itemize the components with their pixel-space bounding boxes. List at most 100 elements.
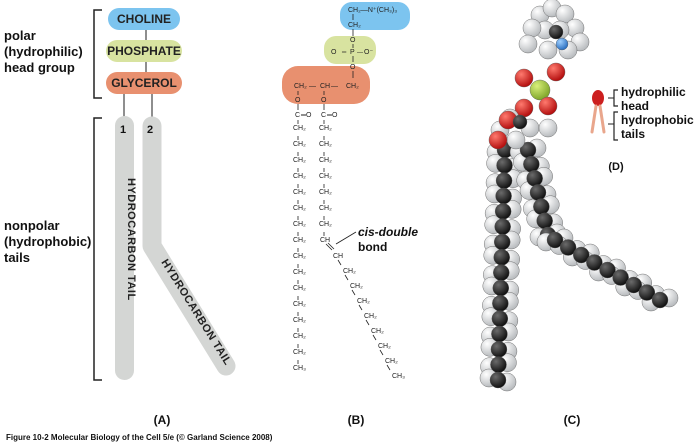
chain-1-ch2: CH₂ — [293, 253, 306, 260]
panel-a-label: (A) — [154, 413, 171, 427]
choline-label: CHOLINE — [117, 12, 171, 26]
carbonyl-o-1: ═O — [300, 112, 312, 119]
atom-sphere — [491, 325, 508, 343]
atom-sphere — [490, 341, 508, 358]
glycerol-label: GLYCEROL — [111, 76, 177, 90]
atom-sphere — [495, 187, 512, 205]
chain-1-ch2: CH₂ — [293, 269, 306, 276]
chain-2-bond — [344, 274, 349, 281]
cis-double-bond-b — [327, 242, 335, 250]
panel-b-label: (B) — [348, 413, 365, 427]
nonpolar-label-line3: tails — [4, 250, 30, 265]
chain-2-bond — [365, 319, 370, 326]
nonpolar-label-line2: (hydrophobic) — [4, 234, 91, 249]
tails-bracket — [613, 111, 618, 141]
chain-2: CH₂CH₂CH₂CH₂CH₂CH₂CH₂CHCHCH₂CH₂CH₂CH₂CH₂… — [319, 120, 405, 380]
chain-1-ch2: CH₂ — [293, 237, 306, 244]
chain-2-ch2: CH₂ — [385, 358, 398, 365]
phosphate-pill — [106, 40, 182, 62]
chain-2-ch2: CH₂ — [364, 313, 377, 320]
cis-ch-1: CH — [320, 237, 330, 244]
atom-sphere — [559, 239, 577, 256]
chain-1-ch3: CH₃ — [293, 365, 306, 372]
atom-sphere — [514, 68, 534, 88]
polar-label-line2: (hydrophilic) — [4, 44, 83, 59]
chain-2-ch2: CH₂ — [319, 189, 332, 196]
chain-1-ch2: CH₂ — [293, 125, 306, 132]
atom-sphere — [526, 170, 543, 187]
atom-sphere — [599, 261, 616, 279]
atom-sphere — [546, 62, 566, 82]
atom-sphere — [529, 184, 547, 201]
oxygen-p-right: O⁻ — [364, 49, 373, 56]
double-bond-p-left: ═ — [341, 50, 347, 56]
tail-2-number: 2 — [147, 124, 153, 136]
hydrophobic-tails-line2: tails — [621, 127, 645, 141]
chain-2-ch2: CH₂ — [319, 173, 332, 180]
atom-sphere — [548, 24, 564, 40]
carbonyl-o-2: ═O — [326, 112, 338, 119]
atom-sphere — [625, 276, 642, 294]
atom-sphere — [529, 79, 551, 101]
choline-ch2: CH₂ — [348, 22, 361, 29]
tail-2 — [142, 116, 236, 376]
atom-sphere — [651, 291, 669, 309]
chain-2-bond — [337, 259, 342, 266]
lipid-head-icon — [592, 90, 604, 106]
phosphorus: P — [350, 49, 355, 56]
choline-formula: CH₂—N⁺(CH₃)₃ — [348, 7, 397, 14]
hydrophobic-tails-line1: hydrophobic — [621, 113, 694, 127]
atom-sphere — [493, 249, 510, 266]
atom-sphere — [496, 157, 513, 174]
cis-label-line1: cis-double — [358, 225, 418, 239]
polar-label-line1: polar — [4, 28, 36, 43]
atom-sphere — [495, 172, 513, 189]
panel-a: polar (hydrophilic) head group nonpolar … — [4, 8, 236, 427]
chain-1-ch2: CH₂ — [293, 285, 306, 292]
atom-sphere — [490, 356, 507, 373]
chain-2-ch2: CH₂ — [319, 205, 332, 212]
atom-sphere — [536, 212, 553, 230]
hydrophilic-head-label: hydrophilic head — [621, 85, 689, 113]
oxygen-phosphate-lower: O — [350, 64, 356, 71]
atom-sphere — [523, 155, 540, 173]
chain-2-bond — [372, 334, 377, 341]
atom-sphere — [489, 371, 507, 389]
atom-sphere — [573, 246, 590, 264]
lipid-tail-left-icon — [590, 104, 598, 134]
glycerol-blob — [282, 66, 370, 104]
chain-2-ch2: CH₂ — [357, 298, 370, 305]
atom-sphere — [555, 37, 569, 51]
chain-2-bond — [386, 364, 391, 371]
chain-2-ch2: CH₂ — [319, 141, 332, 148]
atom-sphere — [494, 233, 511, 251]
atom-sphere — [538, 118, 558, 138]
atom-sphere — [638, 284, 656, 301]
atom-sphere — [506, 130, 526, 150]
chain-2-bond — [379, 349, 384, 356]
chain-2-bond — [358, 304, 363, 311]
phosphate-blob — [324, 36, 376, 64]
chain-2-ch2: CH₂ — [350, 283, 363, 290]
atom-sphere — [488, 130, 508, 150]
oxygen-choline: O — [350, 37, 356, 44]
atom-sphere — [538, 40, 558, 60]
chain-1-ch2: CH₂ — [293, 349, 306, 356]
glycerol-c3: CH₂ — [346, 83, 359, 90]
choline-blob — [340, 2, 410, 30]
panel-b: CH₂—N⁺(CH₃)₃ CH₂ O O ═ P — O⁻ O CH₂ — CH… — [282, 2, 418, 427]
hydrophobic-tails-label: hydrophobic tails — [621, 113, 697, 141]
chain-2-ch2: CH₂ — [319, 221, 332, 228]
atom-sphere — [538, 96, 558, 116]
nonpolar-label: nonpolar (hydrophobic) tails — [4, 218, 95, 265]
tail-1-label: HYDROCARBON TAIL — [125, 178, 137, 301]
cis-ch-2: CH — [333, 253, 343, 260]
panel-c-space-filling-model — [479, 0, 679, 392]
chain-1: CH₂CH₂CH₂CH₂CH₂CH₂CH₂CH₂CH₂CH₂CH₂CH₂CH₂C… — [293, 120, 306, 372]
atom-sphere — [492, 279, 509, 297]
atom-sphere — [522, 18, 542, 38]
nonpolar-bracket — [93, 117, 102, 381]
polar-label-line3: head group — [4, 60, 75, 75]
hydrophilic-head-line1: hydrophilic — [621, 85, 686, 99]
chain-1-ch2: CH₂ — [293, 141, 306, 148]
